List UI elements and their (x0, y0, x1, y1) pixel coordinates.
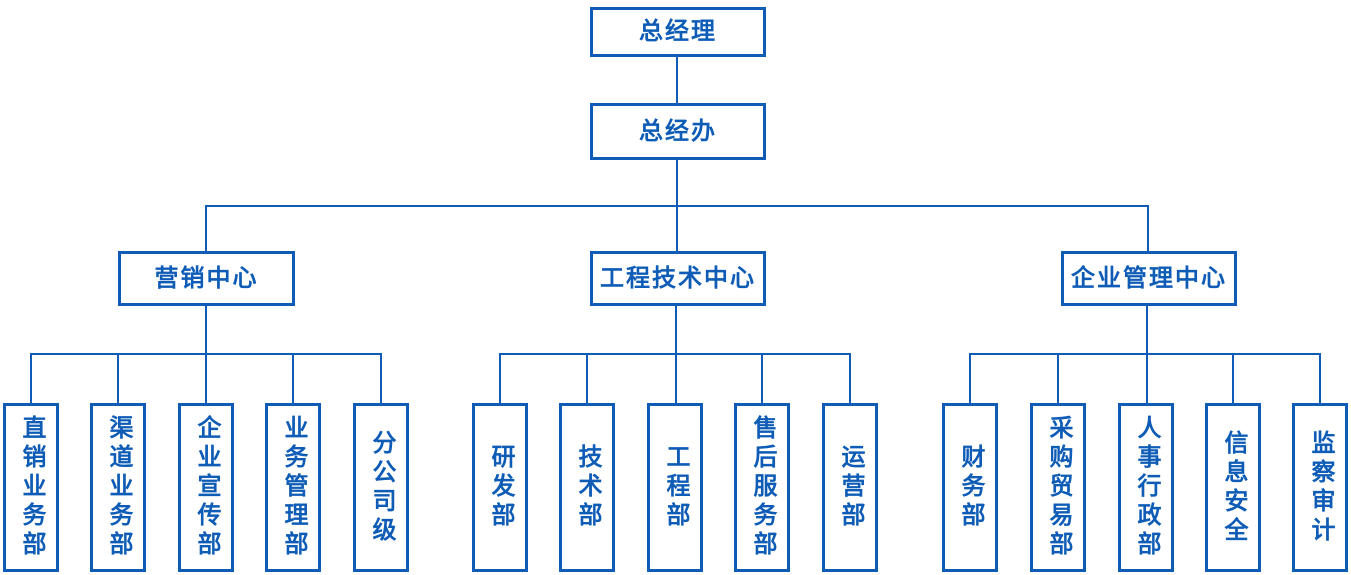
org-node-label: 企业宣传部 (193, 415, 220, 560)
org-node-label: 研发部 (487, 444, 514, 531)
connector-marketing-rail (30, 353, 382, 355)
org-node-channel-sales-dept: 渠道业务部 (90, 403, 146, 572)
connector-divisions-rail (205, 205, 1149, 207)
org-node-marketing-center: 营销中心 (118, 251, 295, 306)
org-node-label: 业务管理部 (280, 415, 307, 560)
connector-drop-marketing (205, 205, 207, 251)
org-node-label: 直销业务部 (18, 415, 45, 560)
org-node-label: 工程部 (662, 444, 689, 531)
org-node-label: 运营部 (837, 444, 864, 531)
connector-drop-dept (1232, 353, 1234, 403)
connector-drop-dept (30, 353, 32, 403)
org-node-engineering-tech-center: 工程技术中心 (590, 251, 766, 306)
connector-enterprise-mgmt-rail (969, 353, 1321, 355)
org-node-gm-office: 总经办 (590, 103, 766, 160)
org-node-label: 监察审计 (1307, 429, 1334, 546)
org-node-label: 总经理 (639, 18, 717, 45)
org-node-corporate-publicity-dept: 企业宣传部 (178, 403, 234, 572)
connector-drop-dept (586, 353, 588, 403)
connector-root-to-office (676, 57, 678, 103)
connector-drop-dept (292, 353, 294, 403)
connector-drop-dept (499, 353, 501, 403)
org-node-label: 信息安全 (1220, 429, 1247, 546)
org-node-label: 分公司级 (368, 429, 395, 546)
connector-drop-dept (761, 353, 763, 403)
org-node-rnd-dept: 研发部 (472, 403, 528, 572)
org-node-operations-dept: 运营部 (822, 403, 878, 572)
org-node-label: 售后服务部 (749, 415, 776, 560)
org-node-supervision-audit: 监察审计 (1292, 403, 1348, 572)
connector-drop-dept (1057, 353, 1059, 403)
org-node-label: 采购贸易部 (1045, 415, 1072, 560)
org-node-label: 人事行政部 (1133, 415, 1160, 560)
connector-drop-dept (117, 353, 119, 403)
org-node-label: 工程技术中心 (600, 264, 756, 292)
org-node-label: 财务部 (957, 444, 984, 531)
connector-drop-dept (380, 353, 382, 403)
connector-engineering-rail (499, 353, 851, 355)
org-node-finance-dept: 财务部 (942, 403, 998, 572)
org-node-label: 渠道业务部 (105, 415, 132, 560)
connector-drop-dept (969, 353, 971, 403)
org-node-engineering-dept: 工程部 (647, 403, 703, 572)
connector-drop-enterprise-mgmt (1147, 205, 1149, 251)
org-node-technology-dept: 技术部 (559, 403, 615, 572)
org-node-direct-sales-dept: 直销业务部 (3, 403, 59, 572)
org-node-label: 技术部 (574, 444, 601, 531)
org-node-enterprise-mgmt-center: 企业管理中心 (1061, 251, 1237, 306)
org-node-hr-admin-dept: 人事行政部 (1118, 403, 1174, 572)
connector-drop-dept (1319, 353, 1321, 403)
org-node-branch-company-level: 分公司级 (353, 403, 409, 572)
org-node-general-manager: 总经理 (590, 7, 766, 57)
org-node-procurement-trade-dept: 采购贸易部 (1030, 403, 1086, 572)
org-node-business-mgmt-dept: 业务管理部 (265, 403, 321, 572)
org-node-label: 营销中心 (154, 264, 259, 292)
org-node-label: 总经办 (639, 117, 717, 145)
org-node-information-security: 信息安全 (1205, 403, 1261, 572)
connector-drop-dept (849, 353, 851, 403)
org-node-label: 企业管理中心 (1071, 264, 1227, 292)
org-node-after-sales-service-dept: 售后服务部 (734, 403, 790, 572)
